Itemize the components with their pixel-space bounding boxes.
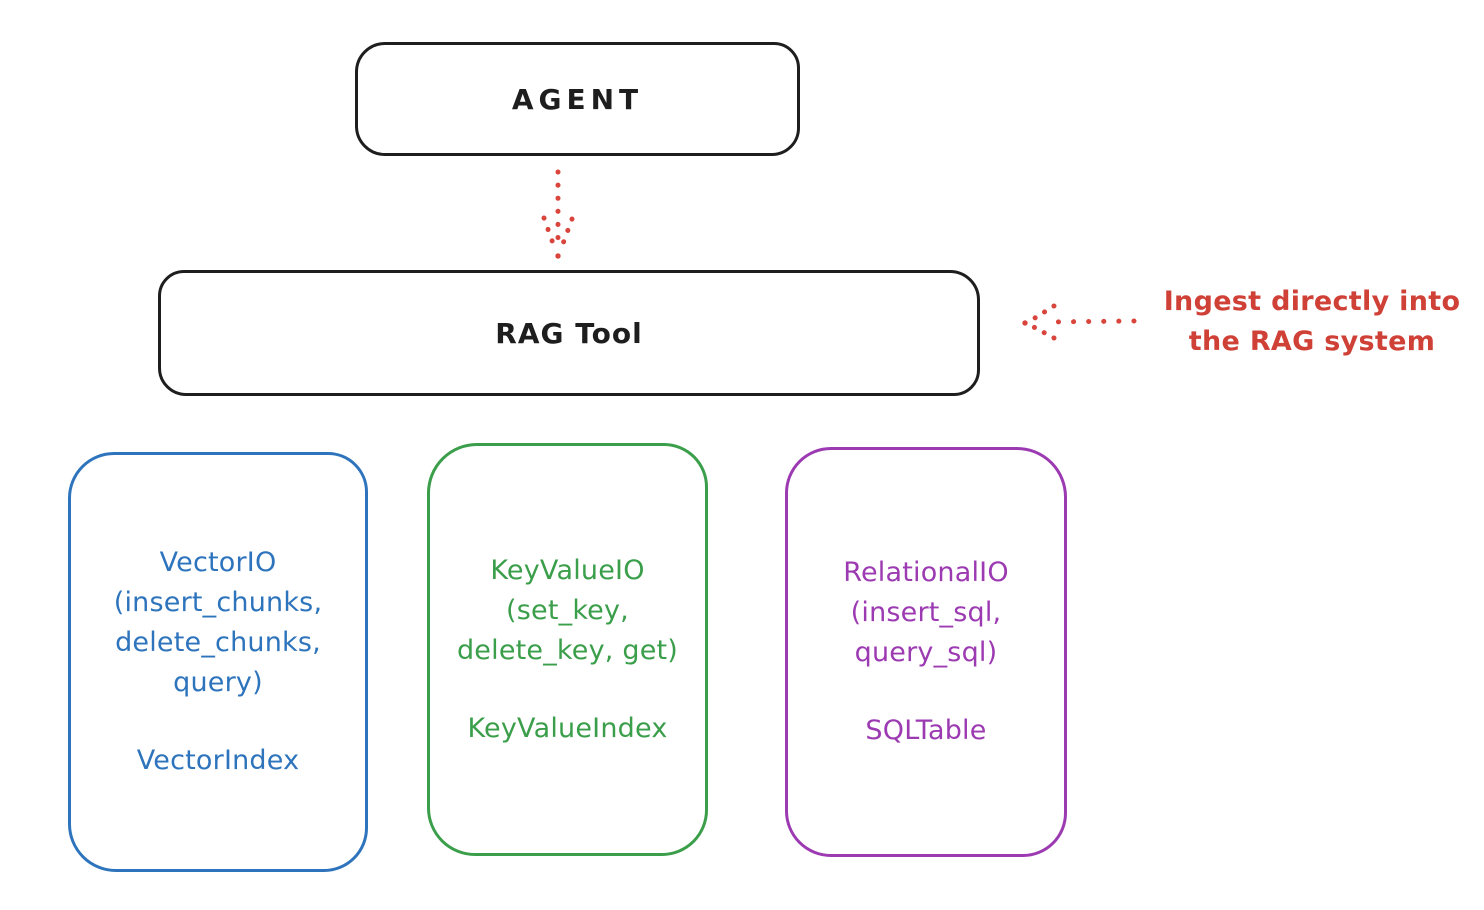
vector-io-box: VectorIO (insert_chunks, delete_chunks, … [68, 452, 368, 872]
agent-node-label: AGENT [511, 82, 644, 116]
keyvalue-io-label: KeyValueIO (set_key, delete_key, get) [456, 554, 679, 666]
rag-tool-node-label: RAG Tool [495, 316, 643, 350]
sql-table-label: SQLTable [865, 715, 987, 746]
vector-io-label: VectorIO (insert_chunks, delete_chunks, … [113, 547, 323, 698]
ingest-annotation-text: Ingest directly into the RAG system [1163, 286, 1461, 357]
keyvalue-index-label: KeyValueIndex [467, 712, 668, 744]
keyvalue-io-box: KeyValueIO (set_key, delete_key, get) Ke… [427, 443, 708, 856]
vector-index-label: VectorIndex [136, 745, 300, 776]
ingest-annotation-dotted-arrow-icon [1022, 303, 1137, 341]
relational-io-box: RelationalIO (insert_sql, query_sql) SQL… [785, 447, 1067, 857]
rag-tool-node: RAG Tool [158, 270, 980, 396]
agent-to-rag-dotted-arrow-icon [541, 169, 575, 259]
relational-io-label: RelationalIO (insert_sql, query_sql) [843, 557, 1009, 668]
agent-node: AGENT [355, 42, 800, 156]
